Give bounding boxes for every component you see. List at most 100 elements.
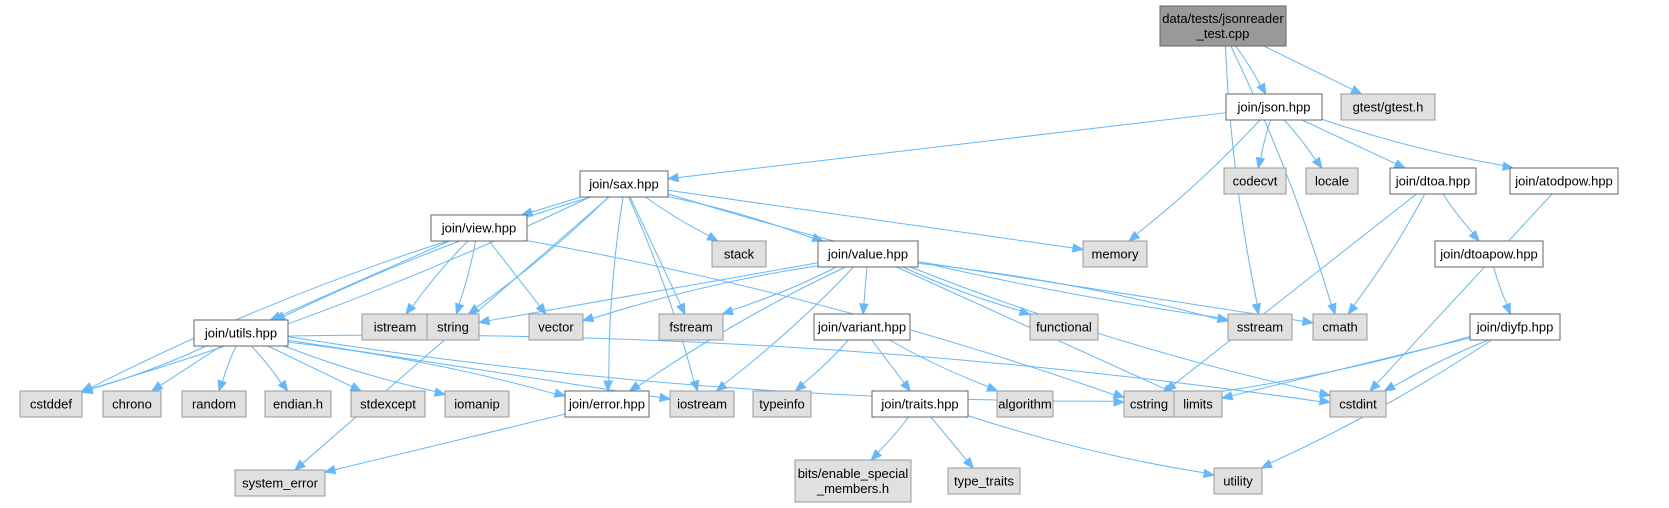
- edge-value-to-variant: [863, 266, 868, 305]
- arrowhead-value-to-vector: [581, 313, 595, 323]
- node-dtoapow[interactable]: join/dtoapow.hpp: [1434, 240, 1544, 268]
- node-box: [1123, 390, 1175, 418]
- node-cstdint: cstdint: [1329, 390, 1387, 418]
- node-endian: endian.h: [264, 390, 332, 418]
- arrowhead-json-to-locale: [1311, 156, 1323, 170]
- arrowhead-root-to-gtest: [1350, 85, 1363, 95]
- arrowhead-utils-to-stdexcept: [349, 382, 363, 392]
- node-chrono: chrono: [102, 390, 162, 418]
- node-box: [361, 313, 429, 341]
- node-root: data/tests/jsonreader_test.cpp: [1159, 5, 1287, 47]
- edge-value-to-vector: [592, 265, 819, 319]
- node-json[interactable]: join/json.hpp: [1225, 93, 1323, 121]
- arrowhead-sax-to-error: [603, 380, 613, 393]
- node-box: [1509, 167, 1619, 195]
- arrowhead-utils-to-iomanip: [433, 387, 447, 397]
- arrowhead-diyfp-to-limits: [1220, 391, 1234, 401]
- node-system-error: system_error: [234, 469, 326, 497]
- node-label: codecvt: [1233, 174, 1278, 189]
- node-label: type_traits: [954, 474, 1014, 489]
- node-utils[interactable]: join/utils.hpp: [193, 319, 289, 347]
- edge-utils-to-error: [287, 341, 556, 395]
- edge-value-to-functional: [902, 266, 1021, 312]
- arrowhead-view-to-string: [455, 302, 465, 316]
- node-gtest: gtest/gtest.h: [1340, 93, 1436, 121]
- arrowhead-value-to-error: [628, 381, 641, 392]
- node-value[interactable]: join/value.hpp: [817, 240, 919, 268]
- node-label: system_error: [242, 476, 319, 491]
- edge-value-to-cstdint: [910, 266, 1321, 393]
- node-label: iomanip: [454, 397, 500, 412]
- edge-variant-to-algorithm: [889, 339, 989, 388]
- edge-dtoa-to-cmath: [1353, 193, 1426, 306]
- node-box: [193, 319, 289, 347]
- node-box: [658, 313, 724, 341]
- arrowhead-value-to-sstream: [1216, 313, 1230, 323]
- node-label: limits: [1183, 397, 1213, 412]
- node-box: [1082, 240, 1148, 268]
- edge-sax-to-string: [475, 196, 609, 308]
- arrowhead-json-to-codecvt: [1255, 156, 1266, 170]
- edge-utils-to-stdexcept: [267, 345, 353, 388]
- node-typeinfo: typeinfo: [752, 390, 812, 418]
- arrowhead-value-to-cstdint: [1318, 388, 1332, 398]
- node-box: [528, 313, 584, 341]
- edge-utils-to-cstddef: [91, 345, 207, 390]
- node-atodpow[interactable]: join/atodpow.hpp: [1509, 167, 1619, 195]
- node-sax[interactable]: join/sax.hpp: [579, 170, 669, 198]
- node-dtoa[interactable]: join/dtoa.hpp: [1389, 167, 1477, 195]
- node-error[interactable]: join/error.hpp: [564, 390, 650, 418]
- node-label: _test.cpp: [1196, 26, 1250, 41]
- node-box: [1329, 390, 1387, 418]
- node-label: stack: [724, 247, 755, 262]
- arrowhead-value-to-fstream: [721, 306, 734, 316]
- node-label: typeinfo: [759, 397, 805, 412]
- arrowhead-root-to-cmath: [1327, 302, 1337, 316]
- arrowhead-traits-to-utility: [1202, 468, 1216, 479]
- node-traits[interactable]: join/traits.hpp: [871, 390, 969, 418]
- arrowhead-json-to-sax: [666, 172, 679, 183]
- node-label: join/sax.hpp: [588, 177, 658, 192]
- arrowhead-json-to-dtoa: [1393, 159, 1407, 169]
- edge-sax-to-view: [531, 196, 582, 213]
- arrowhead-sax-to-fstream: [676, 302, 686, 316]
- arrowhead-variant-to-algorithm: [985, 382, 999, 392]
- arrowhead-view-to-istream: [405, 302, 417, 316]
- node-label: utility: [1223, 474, 1253, 489]
- node-box: [871, 390, 969, 418]
- node-locale: locale: [1305, 167, 1359, 195]
- node-box: [1340, 93, 1436, 121]
- node-box: [579, 170, 669, 198]
- edge-traits-to-type_traits: [930, 416, 968, 461]
- node-box: [817, 240, 919, 268]
- node-box: [996, 390, 1054, 418]
- node-label: locale: [1315, 174, 1349, 189]
- edge-variant-to-typeinfo: [802, 339, 849, 385]
- node-label: stdexcept: [360, 397, 416, 412]
- node-box: [234, 469, 326, 497]
- arrowhead-utils-to-chrono: [150, 381, 164, 392]
- edge-sax-to-value: [667, 196, 814, 239]
- edge-view-to-istream: [412, 240, 469, 307]
- arrowhead-utils-to-iostream: [658, 392, 672, 403]
- node-stack: stack: [711, 240, 767, 268]
- node-box: [1312, 313, 1368, 341]
- node-label: gtest/gtest.h: [1353, 100, 1424, 115]
- node-variant[interactable]: join/variant.hpp: [813, 313, 911, 341]
- node-cstring: cstring: [1123, 390, 1175, 418]
- node-label: data/tests/jsonreader: [1162, 11, 1284, 26]
- node-label: cstddef: [30, 397, 72, 412]
- edge-utils-to-endian: [251, 345, 282, 384]
- edge-json-to-locale: [1283, 119, 1317, 161]
- edge-diyfp-to-cstdint: [1393, 339, 1489, 388]
- arrowhead-value-to-variant: [859, 303, 869, 316]
- node-box: [564, 390, 650, 418]
- edge-utils-to-iostream: [287, 339, 661, 399]
- node-diyfp[interactable]: join/diyfp.hpp: [1469, 313, 1561, 341]
- node-box: [947, 467, 1021, 495]
- node-view[interactable]: join/view.hpp: [430, 214, 528, 242]
- arrowhead-diyfp-to-utility: [1260, 459, 1273, 469]
- arrowhead-view-to-utils: [269, 311, 282, 321]
- node-box: [794, 459, 912, 503]
